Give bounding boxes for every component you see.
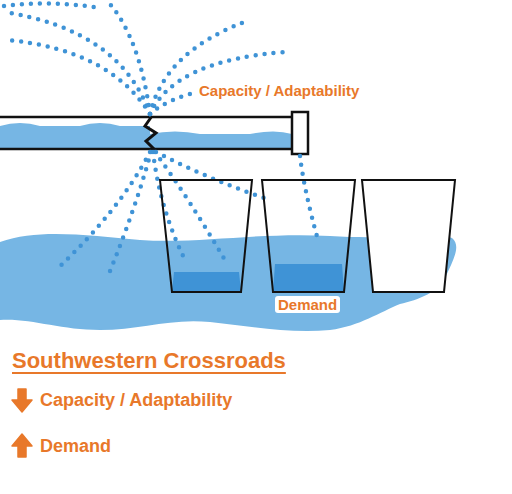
legend-text: Demand — [40, 436, 111, 457]
pipe-crack — [145, 116, 156, 150]
legend-text: Capacity / Adaptability — [40, 390, 232, 411]
demand-label: Demand — [275, 296, 340, 313]
bucket — [362, 180, 455, 292]
bucket-water — [172, 272, 241, 291]
pipe-water-wave-right — [150, 132, 292, 139]
up-arrow-icon — [12, 434, 32, 457]
buckets — [160, 180, 455, 292]
bucket — [262, 180, 355, 292]
pipe-top-edge — [0, 116, 292, 119]
down-arrow-icon — [12, 389, 32, 412]
pipe-water-wave — [0, 123, 150, 130]
diagram-title: Southwestern Crossroads — [12, 348, 286, 374]
capacity-label: Capacity / Adaptability — [196, 82, 362, 99]
bucket — [160, 180, 252, 292]
pipe-end-cap — [292, 112, 308, 154]
pipe-bottom-edge — [0, 148, 292, 151]
